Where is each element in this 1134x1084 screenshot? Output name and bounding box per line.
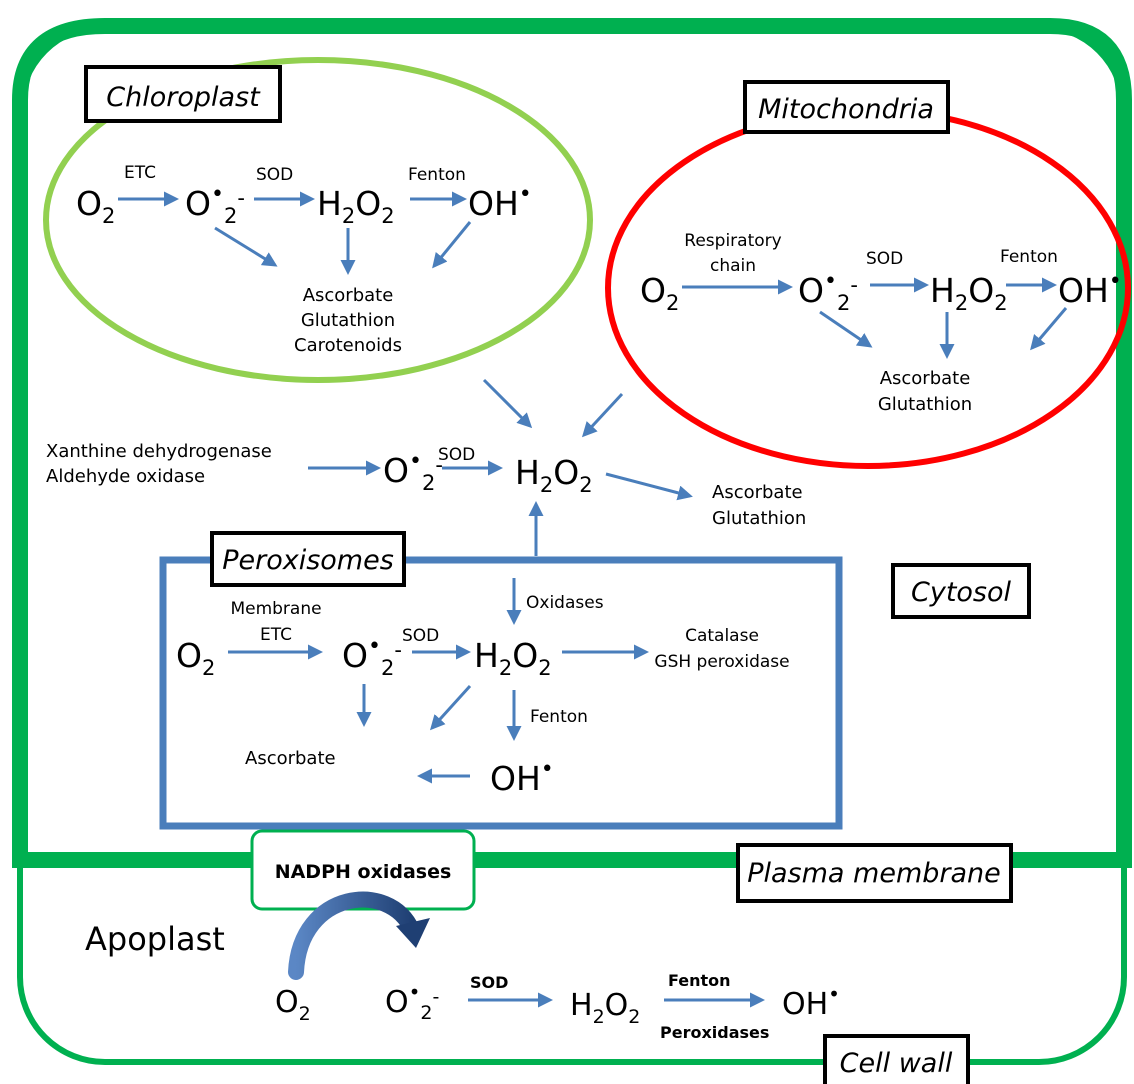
perox-membrane-1: Membrane [230, 599, 321, 619]
mito-h2o2: H2O2 [930, 271, 1008, 315]
cytosol-label: Cytosol [911, 577, 1012, 608]
mito-scavenger-2: Glutathion [878, 394, 972, 415]
apo-peroxidases-label: Peroxidases [660, 1023, 769, 1042]
apo-sod-label: SOD [470, 973, 508, 992]
chloro-sod-label: SOD [256, 165, 293, 185]
chloro-etc-label: ETC [124, 163, 156, 183]
mito-respiratory-1: Respiratory [684, 231, 781, 251]
mito-o2: O2 [640, 271, 679, 315]
chloro-superoxide: O•2- [185, 182, 245, 228]
chloro-scavenger-1: Ascorbate [303, 285, 394, 306]
apo-h2o2: H2O2 [570, 988, 640, 1028]
perox-sod-label: SOD [402, 626, 439, 646]
apoplast-curved-arrow [288, 891, 420, 980]
apo-superoxide: O•2- [385, 980, 439, 1024]
mitochondria-label: Mitochondria [758, 94, 934, 125]
cyto-scavenger-2: Glutathion [712, 508, 806, 529]
plasma-membrane-label: Plasma membrane [747, 858, 1001, 889]
arrow-chloro-to-cyto [482, 378, 533, 429]
cyto-scavenger-1: Ascorbate [712, 482, 803, 503]
perox-catalase-1: Catalase [685, 626, 759, 646]
apo-hydroxyl: OH• [782, 982, 840, 1022]
chloroplast-ellipse [43, 57, 593, 383]
cyto-h2o2: H2O2 [515, 453, 593, 497]
chloro-arrow-to-scav-1 [214, 226, 278, 267]
mito-hydroxyl: OH• [1058, 269, 1122, 310]
mito-fenton-label: Fenton [1000, 247, 1058, 267]
cyto-source-1: Xanthine dehydrogenase [46, 441, 272, 462]
mito-sod-label: SOD [866, 249, 903, 269]
cyto-sod-label: SOD [438, 445, 475, 465]
perox-arrow-h2o2-diag [429, 684, 472, 731]
chloroplast-label: Chloroplast [106, 82, 261, 113]
chloro-arrow-to-scav-3 [432, 221, 472, 269]
cyto-arrow-to-scav [605, 472, 693, 501]
perox-membrane-2: ETC [260, 625, 292, 645]
perox-fenton-label: Fenton [530, 707, 588, 727]
apoplast-curved-arrow-head [396, 918, 430, 948]
cyto-superoxide: O•2- [383, 449, 443, 495]
apoplast-label: Apoplast [85, 920, 225, 958]
perox-o2: O2 [176, 636, 215, 680]
perox-oxidases-label: Oxidases [526, 593, 604, 613]
cyto-source-2: Aldehyde oxidase [46, 466, 205, 487]
perox-h2o2: H2O2 [474, 636, 552, 680]
mito-superoxide: O•2- [798, 269, 858, 315]
perox-hydroxyl: OH• [490, 757, 554, 798]
nadph-oxidases-label: NADPH oxidases [275, 861, 452, 883]
chloro-h2o2: H2O2 [317, 184, 395, 228]
mito-arrow-to-scav-3 [1030, 307, 1068, 351]
perox-catalase-2: GSH peroxidase [654, 652, 789, 672]
chloro-scavenger-3: Carotenoids [294, 335, 402, 356]
perox-ascorbate: Ascorbate [245, 748, 336, 769]
mito-arrow-to-scav-1 [819, 310, 873, 348]
mito-respiratory-2: chain [710, 256, 756, 276]
cell-wall-outline [17, 23, 1127, 1065]
chloro-o2: O2 [76, 184, 115, 228]
mito-scavenger-1: Ascorbate [880, 368, 971, 389]
chloro-hydroxyl: OH• [468, 182, 532, 223]
apo-o2: O2 [275, 985, 311, 1025]
peroxisomes-label: Peroxisomes [222, 545, 394, 576]
cell-wall-label: Cell wall [840, 1048, 953, 1079]
chloro-fenton-label: Fenton [408, 165, 466, 185]
apo-fenton-label: Fenton [668, 971, 731, 990]
arrow-mito-to-cyto [581, 392, 624, 438]
peroxisome-box [159, 556, 843, 830]
chloro-scavenger-2: Glutathion [301, 310, 395, 331]
plasma-membrane-outline [12, 18, 1132, 868]
perox-superoxide: O•2- [342, 634, 402, 680]
